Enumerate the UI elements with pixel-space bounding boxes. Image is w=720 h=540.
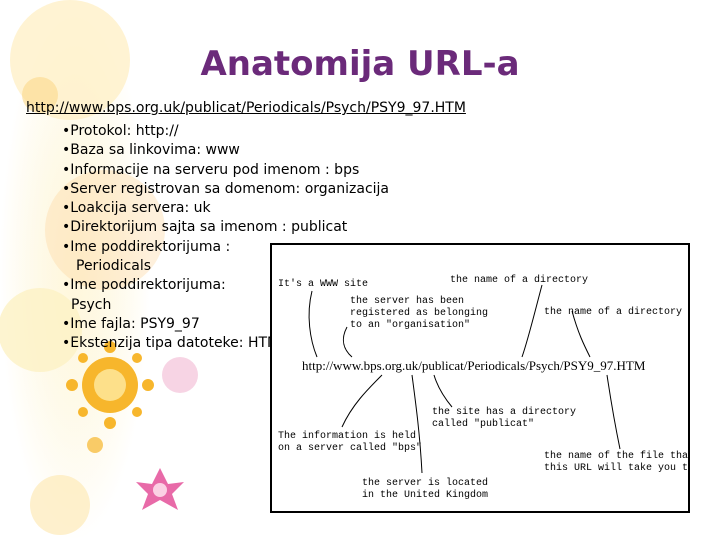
annotation-held-2: on a server called "bps" [278, 442, 422, 454]
bullet-domain: •Server registrovan sa domenom: organiza… [62, 180, 389, 197]
annotation-registered-3: to an "organisation" [350, 319, 470, 331]
annotation-directory-right: the name of a directory [544, 306, 682, 318]
bullet-directory: •Direktorijum sajta sa imenom : publicat [62, 219, 348, 236]
diagram-url: http://www.bps.org.uk/publicat/Periodica… [302, 358, 646, 373]
annotation-www-site: It's a WWW site [278, 278, 368, 290]
bullet-subdirectory-2: •Ime poddirektorijuma: [62, 277, 226, 294]
bullet-location: •Loakcija servera: uk [62, 200, 211, 217]
url-anatomy-svg: It's a WWW site the name of a directory … [278, 274, 688, 501]
bullet-subdirectory-2-value: Psych [71, 296, 112, 313]
annotation-publicat-2: called "publicat" [432, 418, 534, 430]
bullet-subdirectory-1: •Ime poddirektorijuma : [62, 238, 231, 255]
annotation-directory-top: the name of a directory [450, 274, 588, 286]
annotation-registered-1: the server has been [350, 295, 464, 307]
annotation-located-2: in the United Kingdom [362, 489, 488, 501]
annotation-file-1: the name of the file that [544, 450, 688, 462]
annotation-held-1: The information is held [278, 430, 416, 442]
url-anatomy-diagram: It's a WWW site the name of a directory … [270, 243, 690, 513]
bullet-link-base: •Baza sa linkovima: www [62, 142, 240, 159]
bullet-server-name: •Informacije na serveru pod imenom : bps [62, 161, 360, 178]
bullet-list: •Protokol: http:// •Baza sa linkovima: w… [62, 122, 389, 354]
annotation-registered-2: registered as belonging [350, 307, 488, 319]
slide-title: Anatomija URL-a [200, 44, 520, 84]
annotation-publicat-1: the site has a directory [432, 406, 576, 418]
sun-flower-icon [66, 341, 154, 429]
pink-flower-icon [136, 468, 184, 510]
annotation-located-1: the server is located [362, 477, 488, 489]
annotation-file-2: this URL will take you to [544, 462, 688, 474]
bullet-file-name: •Ime fajla: PSY9_97 [62, 315, 200, 332]
bullet-subdirectory-1-value: Periodicals [76, 258, 152, 275]
bullet-protocol: •Protokol: http:// [62, 123, 179, 139]
example-url[interactable]: http://www.bps.org.uk/publicat/Periodica… [26, 100, 466, 116]
bullet-extension: •Ekstenzija tipa datoteke: HTM [62, 335, 280, 352]
